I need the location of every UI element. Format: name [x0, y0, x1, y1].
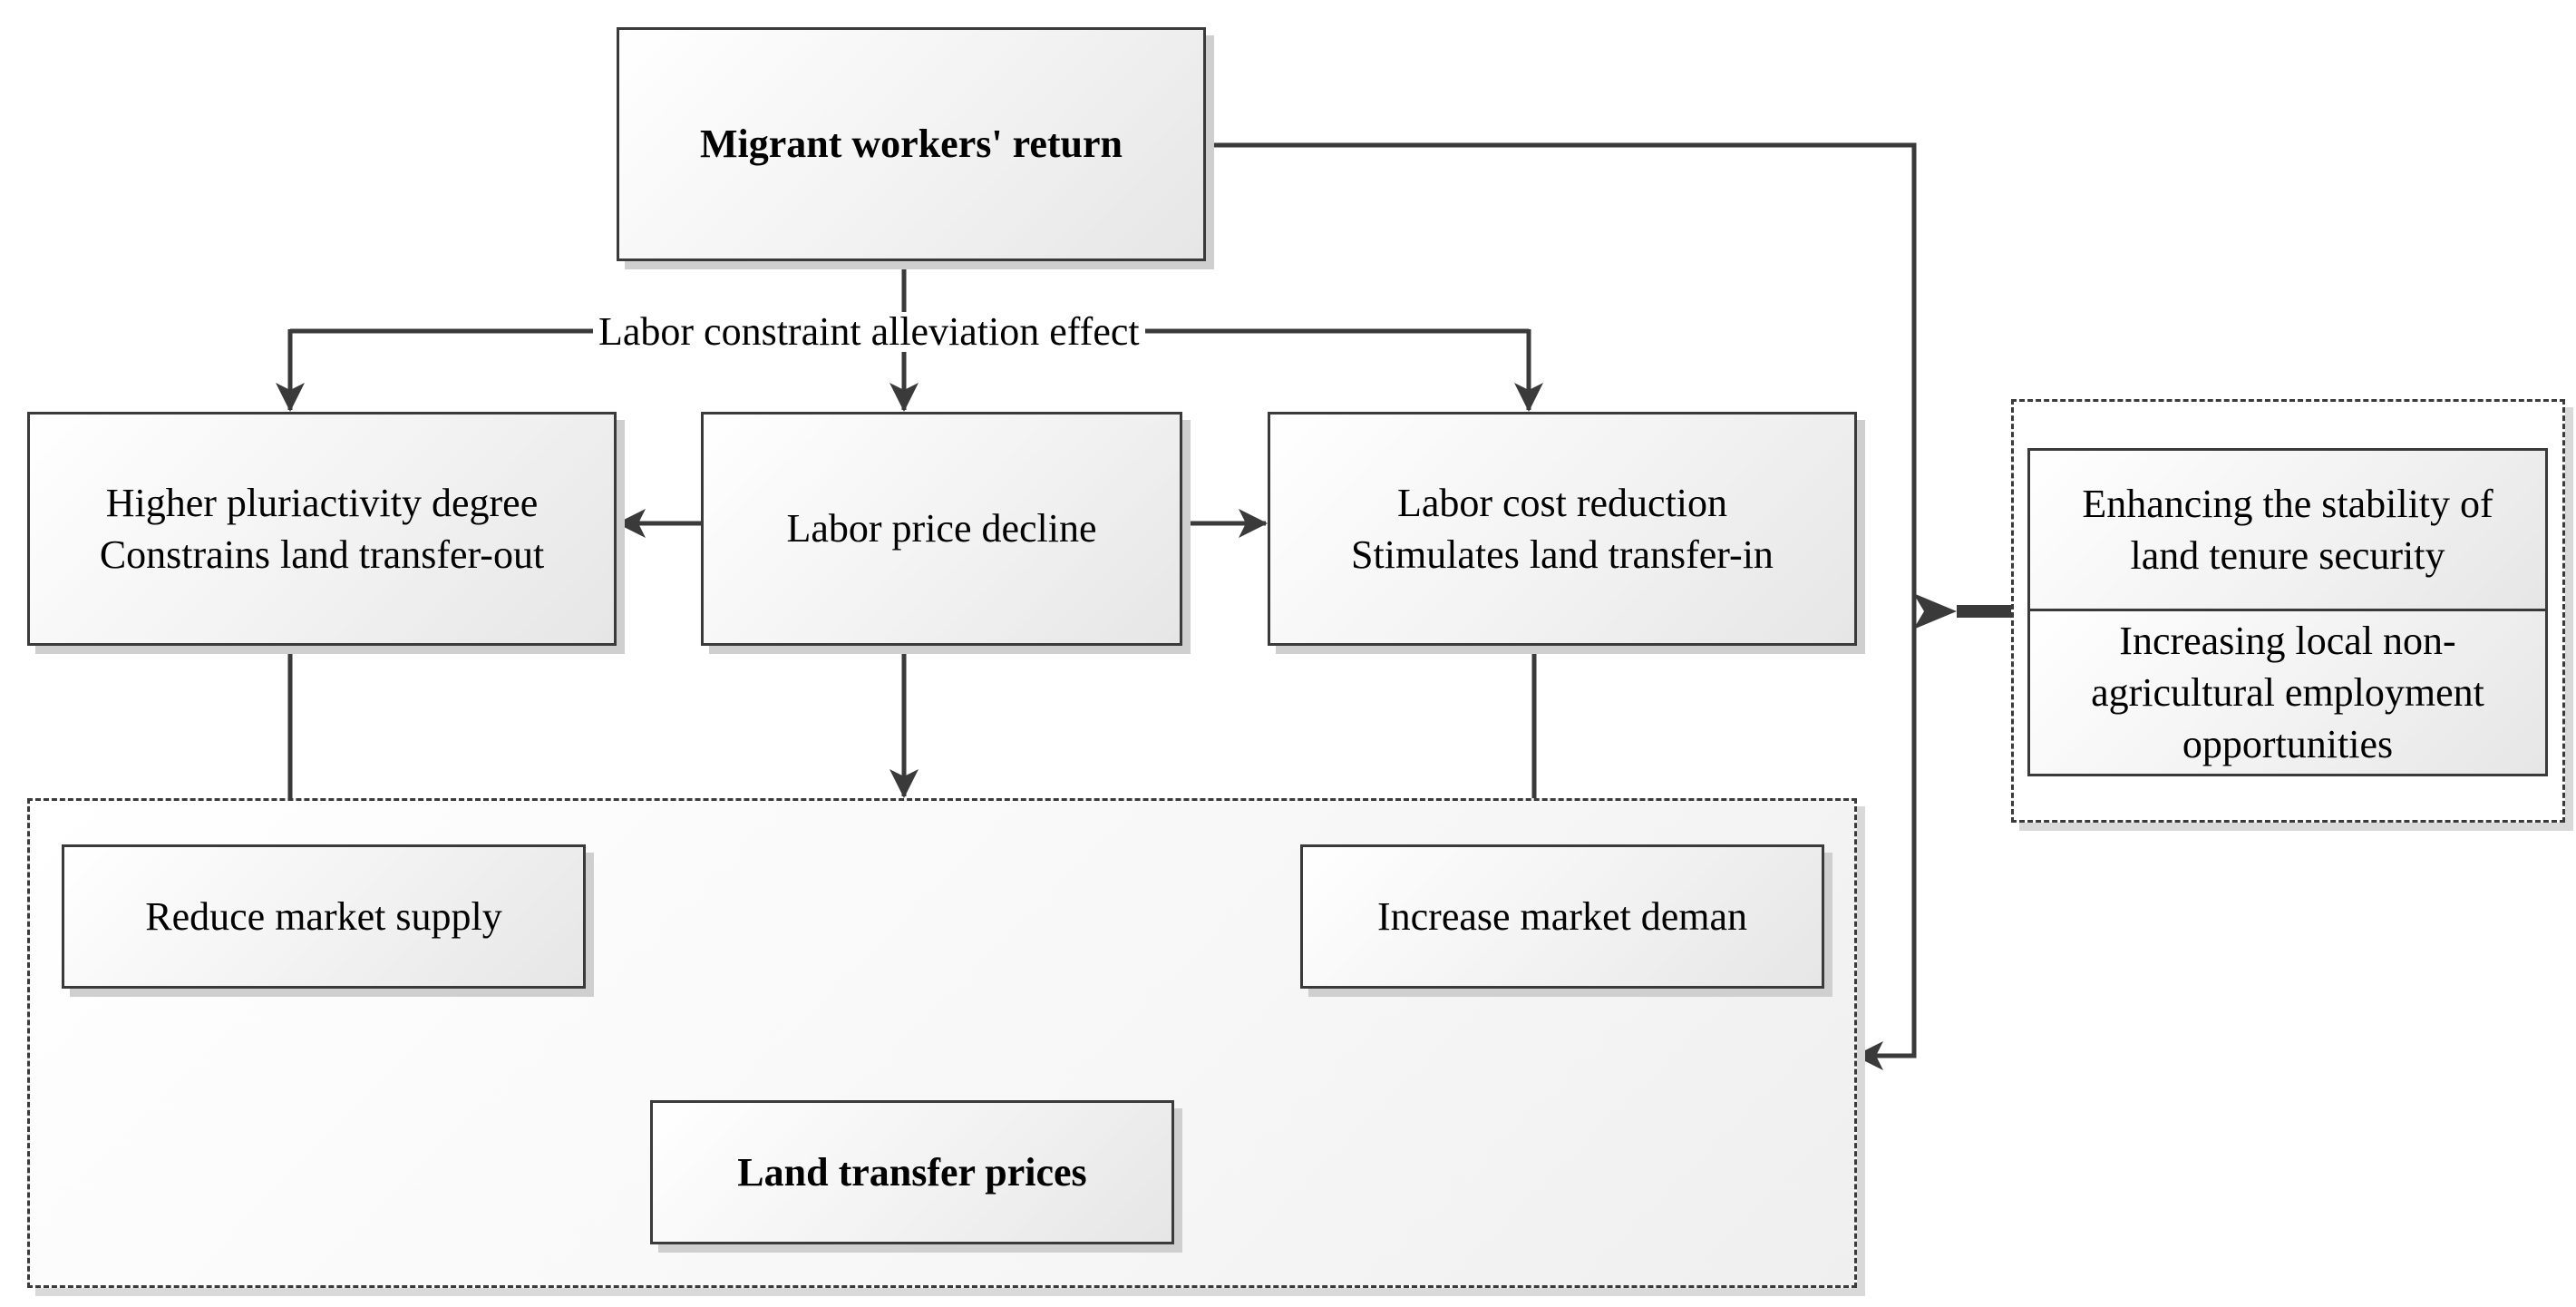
- node-migrant-return: Migrant workers' return: [617, 27, 1206, 261]
- node-local-employment-line-2: agricultural employment: [2091, 669, 2484, 715]
- node-tenure-security-line-2: land tenure security: [2130, 533, 2445, 578]
- node-pluriactivity-line-1: Higher pluriactivity degree: [105, 480, 539, 525]
- node-labor-price-label: Labor price decline: [786, 506, 1097, 551]
- node-local-employment-line-3: opportunities: [2182, 722, 2394, 767]
- node-land-prices: Land transfer prices: [650, 1100, 1174, 1244]
- node-pluriactivity: Higher pluriactivity degree Constrains l…: [27, 412, 617, 646]
- node-land-prices-label: Land transfer prices: [737, 1149, 1087, 1195]
- node-labor-price: Labor price decline: [701, 412, 1182, 646]
- node-tenure-security: Enhancing the stability of land tenure s…: [2027, 448, 2548, 611]
- node-local-employment: Increasing local non- agricultural emplo…: [2027, 609, 2548, 776]
- node-local-employment-line-1: Increasing local non-: [2119, 618, 2456, 663]
- node-pluriactivity-line-2: Constrains land transfer-out: [99, 532, 545, 577]
- node-increase-demand-label: Increase market deman: [1377, 893, 1747, 939]
- node-tenure-security-line-1: Enhancing the stability of: [2082, 481, 2493, 526]
- node-labor-cost-line-2: Stimulates land transfer-in: [1351, 532, 1774, 577]
- edge-label-labor-constraint: Labor constraint alleviation effect: [593, 312, 1145, 352]
- node-labor-cost: Labor cost reduction Stimulates land tra…: [1268, 412, 1857, 646]
- node-increase-demand: Increase market deman: [1300, 844, 1824, 989]
- node-migrant-return-label: Migrant workers' return: [700, 122, 1123, 167]
- node-reduce-supply-label: Reduce market supply: [145, 893, 502, 939]
- node-labor-cost-line-1: Labor cost reduction: [1396, 480, 1728, 525]
- node-reduce-supply: Reduce market supply: [62, 844, 586, 989]
